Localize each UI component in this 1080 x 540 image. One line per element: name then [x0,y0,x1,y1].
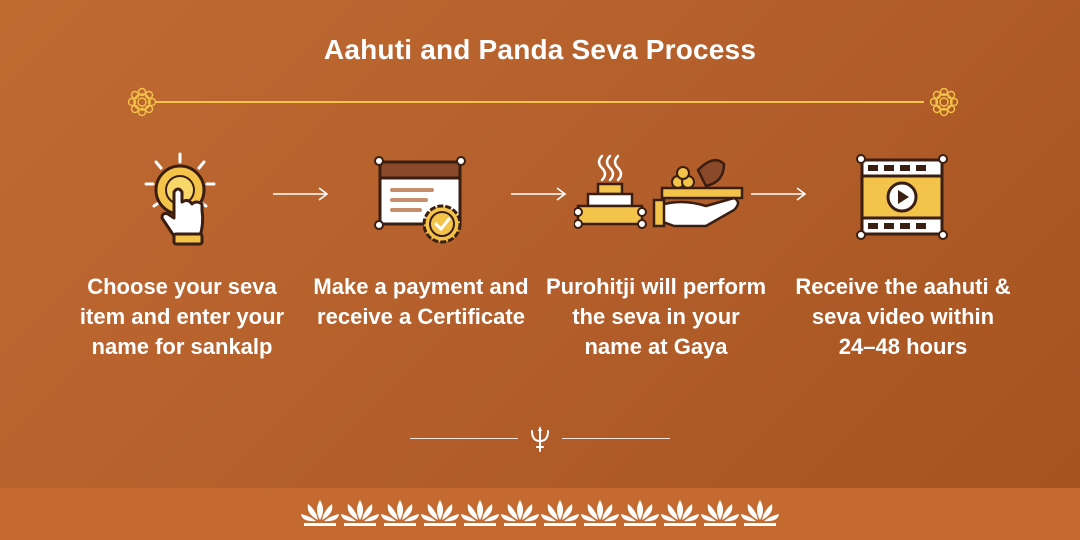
arrow-icon [751,187,807,201]
offering-icon [574,154,744,229]
footer-band [0,488,1080,540]
arrow-icon [273,187,329,201]
step-1-text: Choose your seva item and enter your nam… [79,274,285,359]
trident-icon [531,426,549,452]
lotus-icon [421,500,459,526]
lotus-icon [461,500,499,526]
lotus-icon [741,500,779,526]
lotus-icon [541,500,579,526]
lotus-border [301,500,779,526]
lotus-icon [621,500,659,526]
lotus-icon [501,500,539,526]
lotus-icon [341,500,379,526]
lotus-icon [301,500,339,526]
step-4-text: Receive the aahuti & seva video within 2… [795,274,1011,359]
lotus-icon [581,500,619,526]
bottom-rule [410,438,518,439]
lotus-icon [701,500,739,526]
arrow-icon [511,187,567,201]
certificate-icon [374,156,466,244]
bottom-rule [562,438,670,439]
step-3-text: Purohitji will perform the seva in your … [546,274,767,359]
title-divider [156,101,924,103]
page-title: Aahuti and Panda Seva Process [323,34,757,65]
rosette-icon [127,87,157,117]
lotus-icon [661,500,699,526]
rosette-icon [929,87,959,117]
video-film-icon [856,154,948,240]
step-2-text: Make a payment and receive a Certificate [313,274,529,329]
touch-hand-icon [144,152,216,246]
lotus-icon [381,500,419,526]
